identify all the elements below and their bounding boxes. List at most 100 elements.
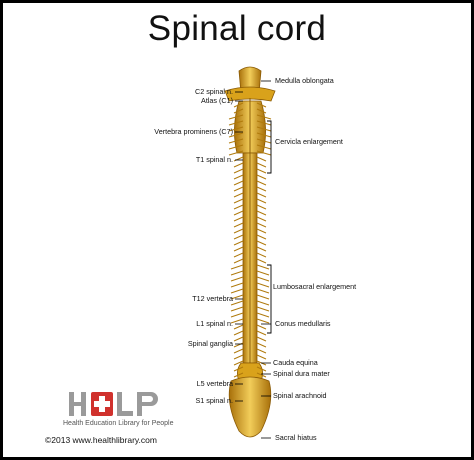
nerve-branch (256, 276, 270, 282)
nerve-branch (233, 360, 244, 366)
nerve-branch (233, 324, 244, 330)
nerve-branch (230, 264, 244, 270)
label-atlas-c1: Atlas (C1) (201, 96, 233, 105)
nerve-branch (256, 180, 267, 186)
label-l1-spinal-nerve: L1 spinal n. (196, 319, 233, 328)
nerve-branch (230, 294, 244, 300)
nerve-branch (233, 162, 244, 168)
nerve-branch (233, 240, 244, 246)
nerve-branch (233, 192, 244, 198)
nerve-branch (256, 156, 267, 162)
label-cauda-equina: Cauda equina (273, 358, 318, 367)
nerve-branch (233, 228, 244, 234)
nerve-branch (256, 216, 267, 222)
nerve-branch (256, 222, 267, 228)
label-spinal-arachnoid: Spinal arachnoid (273, 391, 327, 400)
nerve-branch (233, 210, 244, 216)
nerve-branch (256, 150, 272, 156)
spinal-cord-illustration (224, 66, 276, 439)
nerve-branch (256, 312, 270, 318)
copyright-text: ©2013 www.healthlibrary.com (45, 435, 157, 445)
logo-tagline: Health Education Library for People (63, 420, 174, 427)
nerve-branch (228, 114, 244, 120)
nerve-branch (256, 240, 267, 246)
nerve-branch (233, 186, 244, 192)
nerve-branch (256, 108, 267, 114)
nerve-branch (233, 204, 244, 210)
nerve-branch (233, 108, 244, 114)
nerve-branch (228, 120, 244, 126)
nerve-branch (256, 234, 267, 240)
nerve-branch (230, 300, 244, 306)
nerve-branch (233, 336, 244, 342)
nerve-branch (233, 330, 244, 336)
nerve-branch (230, 288, 244, 294)
nerve-branch (256, 300, 270, 306)
nerve-branch (256, 168, 267, 174)
nerve-branch (233, 258, 244, 264)
nerve-branch (230, 282, 244, 288)
nerve-branch (233, 168, 244, 174)
label-l5-vertebra: L5 vertebra (196, 379, 233, 388)
nerve-branch (256, 270, 270, 276)
nerve-branch (256, 192, 267, 198)
nerve-branch (256, 174, 267, 180)
nerve-branch (256, 120, 272, 126)
nerve-branch (256, 186, 267, 192)
nerve-branch (228, 150, 244, 156)
nerve-branch (233, 174, 244, 180)
label-sacral-hiatus: Sacral hiatus (275, 433, 317, 442)
label-t12-vertebra: T12 vertebra (192, 294, 233, 303)
label-cervical-enlargement: Cervicla enlargement (275, 137, 343, 146)
nerve-branch (233, 198, 244, 204)
nerve-branch (230, 318, 244, 324)
nerve-branch (256, 132, 272, 138)
nerve-branch (230, 312, 244, 318)
nerve-branch (228, 132, 244, 138)
page-title: Spinal cord (147, 9, 327, 48)
nerve-branch (228, 126, 244, 132)
label-conus-medullaris: Conus medullaris (275, 319, 331, 328)
label-spinal-dura-mater: Spinal dura mater (273, 369, 330, 378)
nerve-branch (233, 348, 244, 354)
label-spinal-ganglia: Spinal ganglia (187, 339, 233, 348)
label-t1-spinal-nerve: T1 spinal n. (195, 155, 233, 164)
label-c2-spinal-nerve: C2 spinal n. (195, 87, 233, 96)
nerve-branch (256, 372, 267, 378)
nerve-branch (233, 102, 244, 108)
nerve-branch (256, 228, 267, 234)
nerve-branch (230, 276, 244, 282)
label-lumbosacral-enlargement: Lumbosacral enlargement (273, 282, 357, 291)
nerve-branch (256, 318, 270, 324)
nerve-branch (256, 162, 267, 168)
nerve-branch (256, 204, 267, 210)
nerve-branch (233, 366, 244, 372)
label-medulla-oblongata: Medulla oblongata (275, 76, 334, 85)
atlas-vertebra-shape (224, 86, 276, 102)
nerve-branch (256, 198, 267, 204)
nerve-branch (256, 306, 270, 312)
nerve-branch (256, 210, 267, 216)
nerve-branch (256, 282, 270, 288)
nerve-branch (256, 126, 272, 132)
nerve-branch (256, 252, 267, 258)
nerve-branch (256, 102, 267, 108)
nerve-branch (256, 264, 270, 270)
nerve-branch (230, 270, 244, 276)
enlargement-bracket (267, 120, 272, 174)
nerve-branch (256, 342, 267, 348)
help-logo (69, 392, 158, 416)
nerve-branch (233, 354, 244, 360)
enlargement-bracket (267, 264, 272, 334)
nerve-branch (256, 114, 272, 120)
nerve-branch (256, 336, 267, 342)
nerve-branch (228, 138, 244, 144)
label-s1-spinal-nerve: S1 spinal n. (195, 396, 233, 405)
nerve-branch (256, 144, 272, 150)
nerve-branch (256, 366, 267, 372)
nerve-branch (228, 144, 244, 150)
nerve-branch (256, 324, 267, 330)
label-pointers (235, 80, 272, 439)
nerve-branch (256, 138, 272, 144)
